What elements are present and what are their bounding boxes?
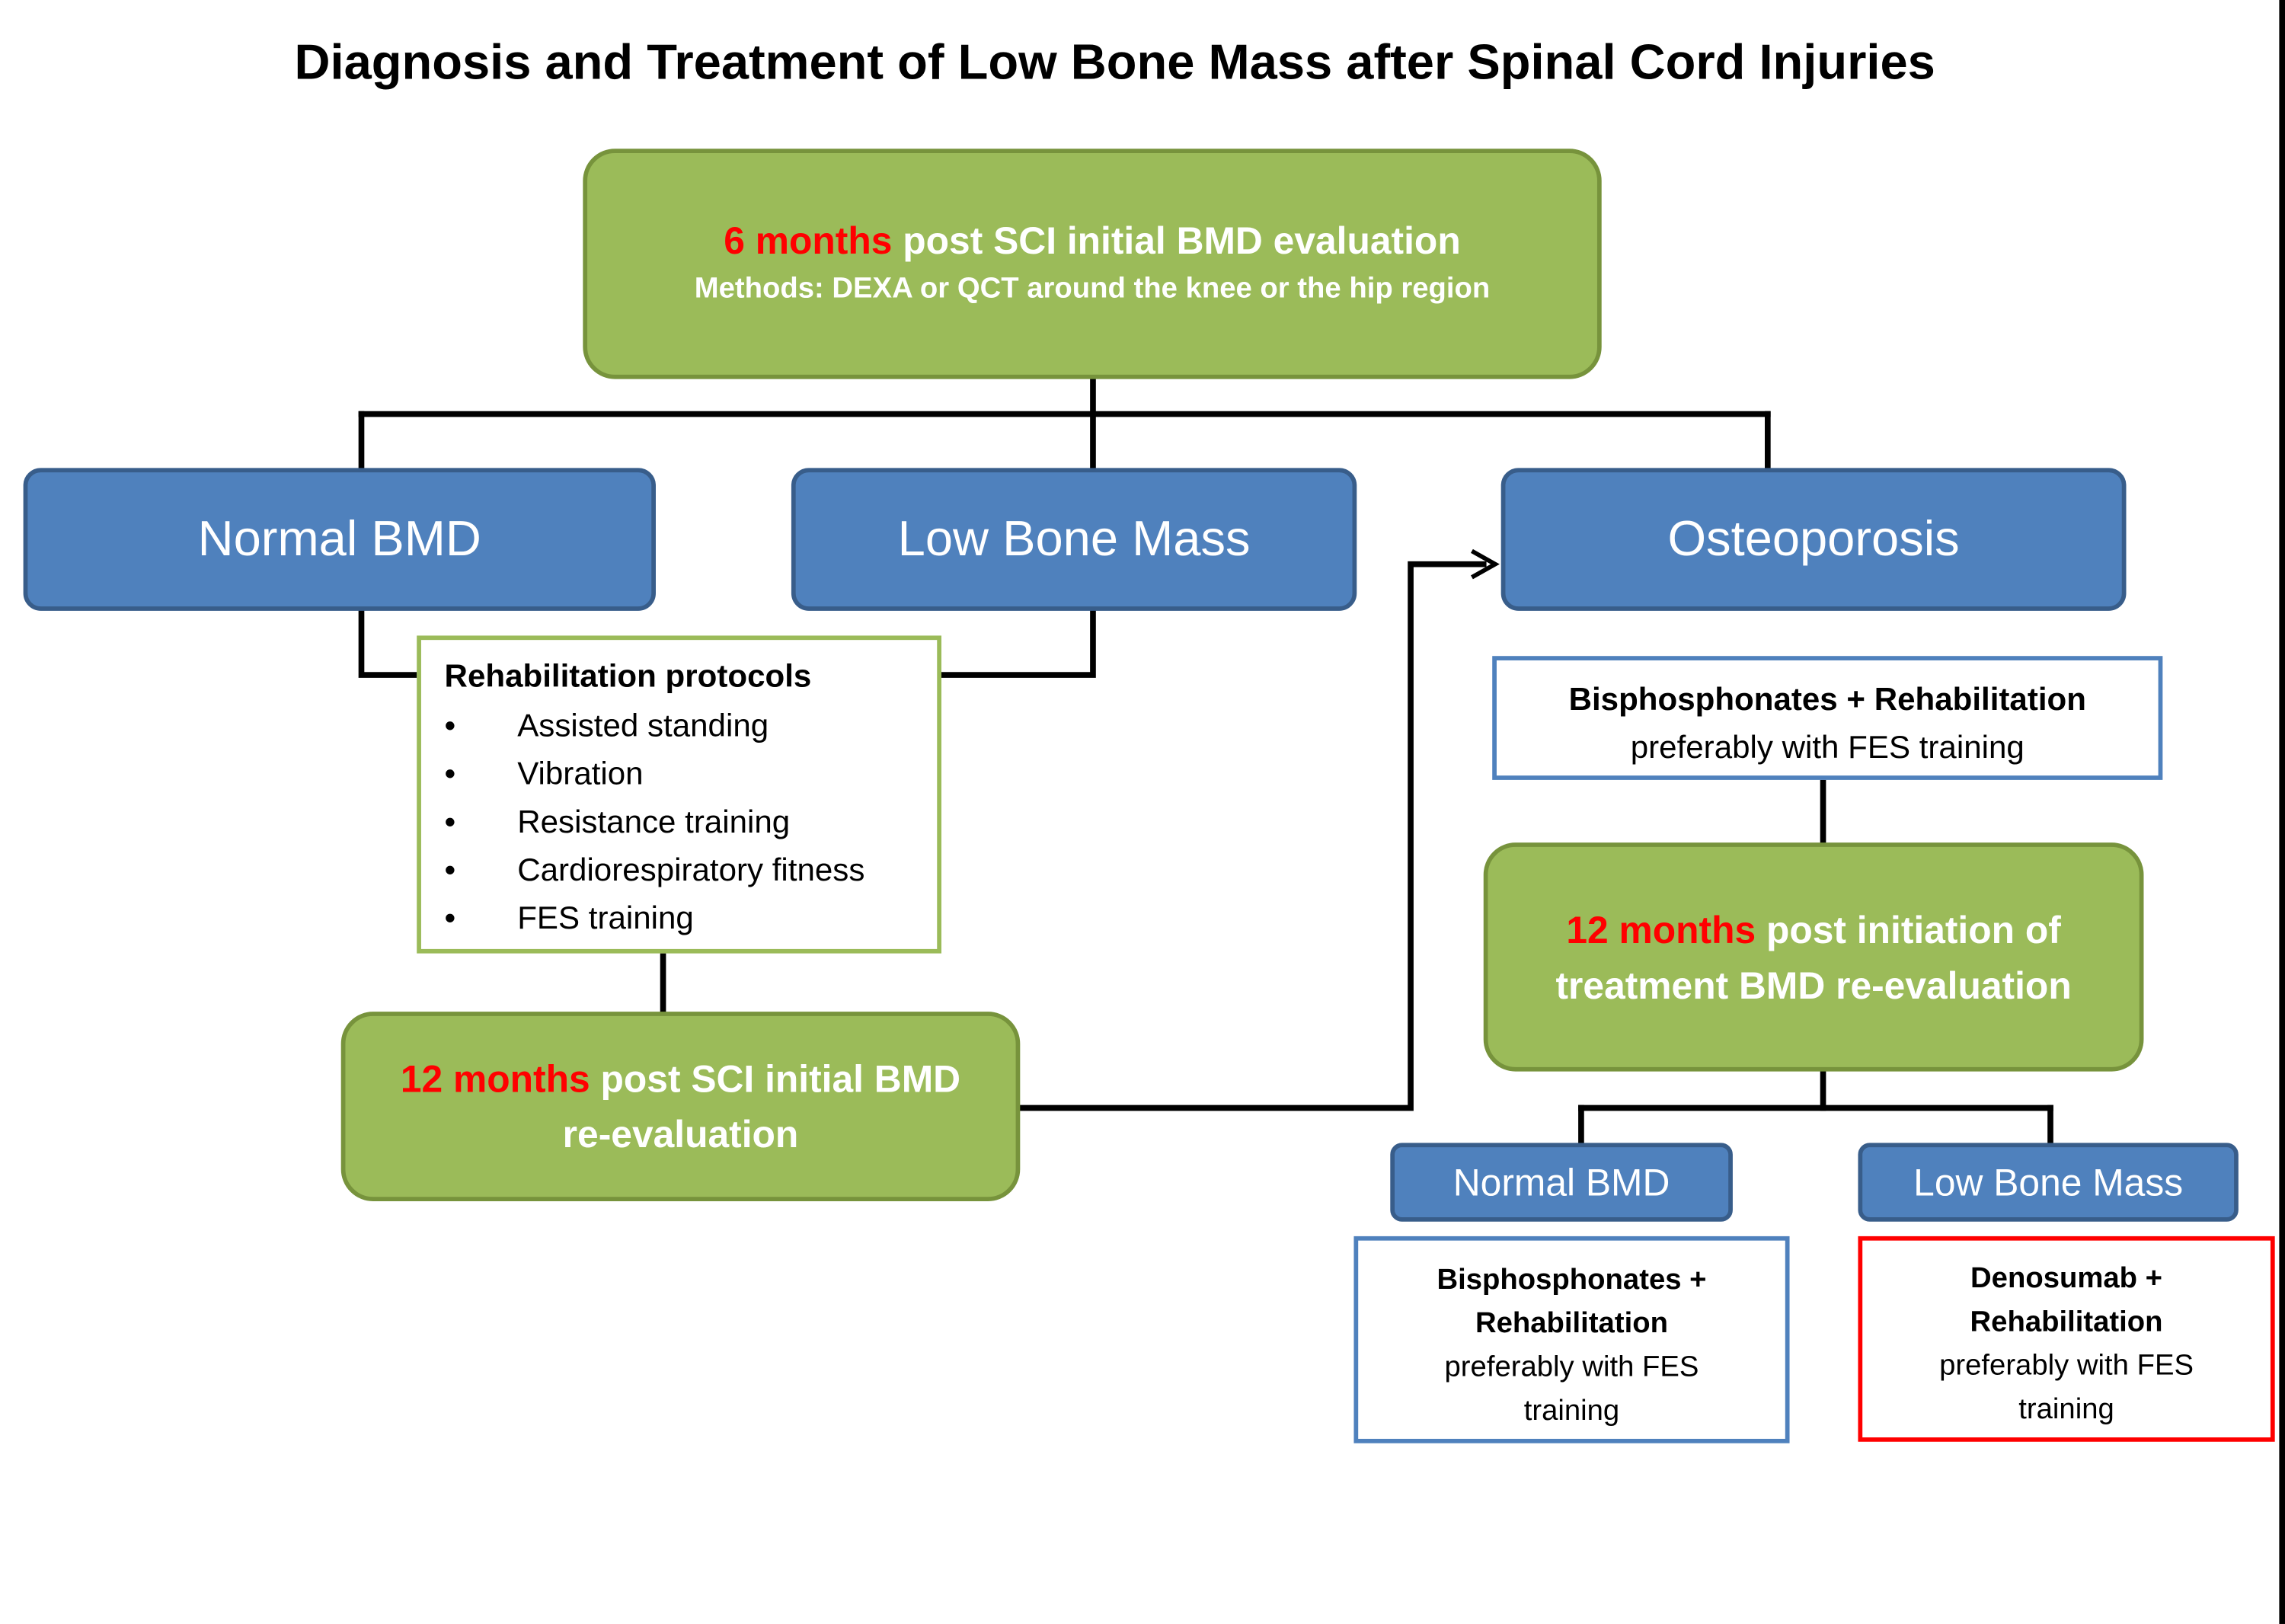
- reeval-12-line2: re-evaluation: [562, 1112, 799, 1156]
- rehab-item: Assisted standing: [445, 702, 938, 750]
- osteo-treatment-note: preferably with FES training: [1630, 728, 2025, 766]
- connector-low-rehab: [937, 609, 1096, 678]
- rehab-list: Assisted standing Vibration Resistance t…: [445, 702, 938, 942]
- rehab-item: FES training: [445, 894, 938, 941]
- low-bone-mass-box: Low Bone Mass: [791, 468, 1357, 611]
- rehab-item: Vibration: [445, 750, 938, 798]
- outcome-normal-treatment-note1: preferably with FES: [1444, 1351, 1699, 1384]
- low-bone-mass-label: Low Bone Mass: [897, 510, 1251, 567]
- outcome-low-treatment-note2: training: [2018, 1393, 2114, 1426]
- osteoporosis-box: Osteoporosis: [1500, 468, 2127, 611]
- treatment-reeval-line1: 12 months post initiation of: [1566, 902, 2060, 957]
- initial-eval-timeframe: 6 months: [724, 219, 893, 263]
- osteo-treatment-bold: Bisphosphonates + Rehabilitation: [1568, 680, 2086, 718]
- initial-eval-box: 6 months post SCI initial BMD evaluation…: [583, 149, 1602, 379]
- outcome-normal-bmd-box: Normal BMD: [1390, 1143, 1733, 1222]
- outcome-normal-treatment-bold1: Bisphosphonates +: [1437, 1264, 1707, 1296]
- rehab-item: Cardiorespiratory fitness: [445, 846, 938, 894]
- initial-eval-heading: 6 months post SCI initial BMD evaluation: [724, 219, 1460, 262]
- osteo-treatment-box: Bisphosphonates + Rehabilitation prefera…: [1492, 656, 2163, 780]
- normal-bmd-box: Normal BMD: [23, 468, 656, 611]
- connector-reeval-osteo: [1017, 561, 1487, 1111]
- outcome-normal-treatment-bold2: Rehabilitation: [1475, 1307, 1668, 1340]
- arrowhead: [1471, 548, 1500, 580]
- outcome-low-treatment-box: Denosumab + Rehabilitation preferably wi…: [1858, 1236, 2275, 1442]
- treatment-reeval-line1-text: post initiation of: [1756, 907, 2061, 951]
- reeval-12-timeframe: 12 months: [400, 1057, 590, 1101]
- initial-eval-methods: Methods: DEXA or QCT around the knee or …: [694, 272, 1491, 305]
- outcome-low-treatment-note1: preferably with FES: [1939, 1350, 2194, 1383]
- normal-bmd-label: Normal BMD: [197, 510, 481, 567]
- connector-normal-rehab: [358, 609, 421, 678]
- outcome-normal-treatment-box: Bisphosphonates + Rehabilitation prefera…: [1353, 1236, 1790, 1443]
- diagram-title: Diagnosis and Treatment of Low Bone Mass…: [294, 34, 1935, 91]
- treatment-reeval-timeframe: 12 months: [1566, 907, 1756, 951]
- rehab-protocols-box: Rehabilitation protocols Assisted standi…: [417, 635, 941, 954]
- rehab-item: Resistance training: [445, 798, 938, 846]
- treatment-reeval-line2: treatment BMD re-evaluation: [1555, 963, 2072, 1007]
- reeval-12-box: 12 months post SCI initial BMD re-evalua…: [340, 1012, 1021, 1201]
- outcome-normal-bmd-label: Normal BMD: [1452, 1159, 1670, 1204]
- outcome-low-bone-mass-box: Low Bone Mass: [1858, 1143, 2239, 1222]
- outcome-normal-treatment-note2: training: [1523, 1395, 1620, 1427]
- outcome-low-bone-mass-label: Low Bone Mass: [1913, 1159, 2184, 1204]
- reeval-12-line1: 12 months post SCI initial BMD: [401, 1051, 960, 1107]
- right-edge-line: [2279, 0, 2285, 1624]
- treatment-reeval-box: 12 months post initiation of treatment B…: [1483, 842, 2144, 1072]
- outcome-low-treatment-bold1: Denosumab +: [1970, 1262, 2163, 1295]
- outcome-low-treatment-bold2: Rehabilitation: [1970, 1306, 2163, 1338]
- osteoporosis-label: Osteoporosis: [1667, 510, 1960, 567]
- rehab-heading: Rehabilitation protocols: [444, 657, 812, 694]
- initial-eval-heading-text: post SCI initial BMD evaluation: [892, 219, 1461, 263]
- reeval-12-line1-text: post SCI initial BMD: [590, 1057, 961, 1101]
